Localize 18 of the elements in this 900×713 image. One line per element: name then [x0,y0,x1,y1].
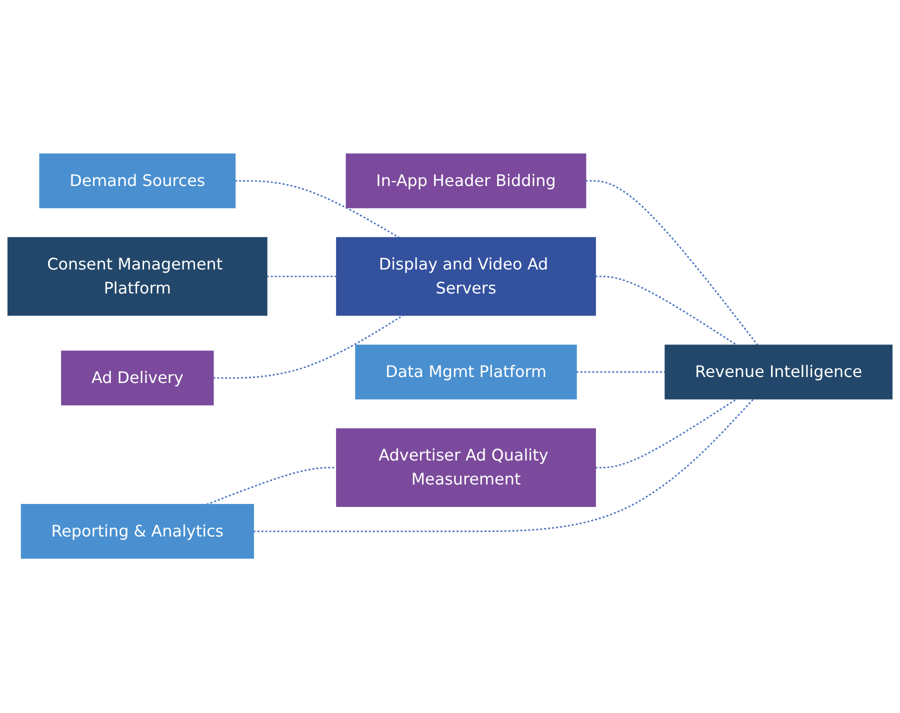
node-box: Demand Sources [39,154,236,209]
node-box: Advertiser Ad Quality Measurement [336,428,596,508]
connector [253,398,754,532]
node-box: Revenue Intelligence [664,345,893,400]
node-box: Consent Management Platform [7,238,268,316]
node-box: Data Mgmt Platform [355,345,577,400]
connector [595,398,738,469]
connector [266,276,337,278]
connector [586,180,758,346]
connector [595,276,738,346]
node-box: Reporting & Analytics [20,504,254,560]
connector [213,315,404,380]
node-box: In-App Header Bidding [346,154,586,209]
node-box: Display and Video Ad Servers [336,238,596,316]
connector [235,180,400,239]
connector [576,372,666,374]
node-box: Ad Delivery [61,351,214,406]
connector [206,467,337,506]
